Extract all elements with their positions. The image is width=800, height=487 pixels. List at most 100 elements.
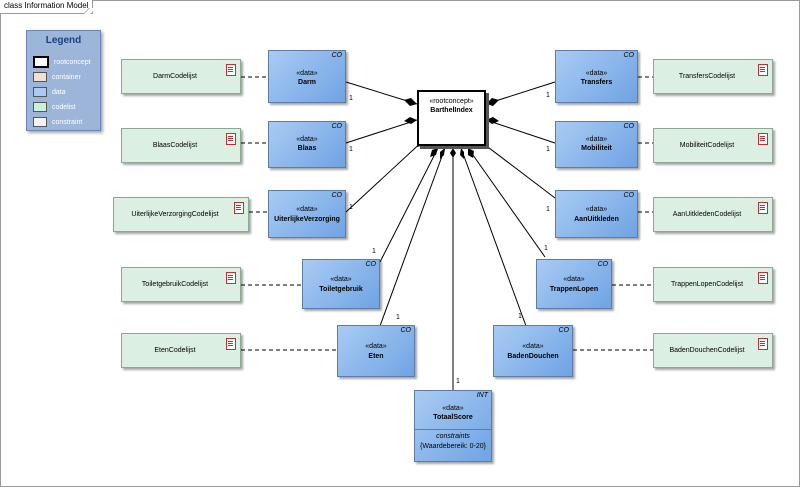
composition-link <box>379 147 446 327</box>
frame-title: class Information Model <box>4 1 89 10</box>
codelist-name: UiterlijkeVerzorgingCodelijst <box>131 211 219 218</box>
codelist-mobiliteit[interactable]: MobiliteitCodelijst <box>653 128 773 163</box>
multiplicity-label: 1 <box>349 146 353 153</box>
class-tag: CO <box>623 52 635 59</box>
class-name: Blaas <box>297 145 317 152</box>
diamond-marker <box>486 117 499 124</box>
constraints-compartment: constraints {Waardebereik: 0-20} <box>415 429 491 450</box>
data-class-badendouchen[interactable]: CO «data» BadenDouchen <box>493 325 573 377</box>
data-class-toiletgebruik[interactable]: CO «data» Toiletgebruik <box>302 259 380 309</box>
codelist-doc-icon <box>234 202 244 214</box>
data-class-eten[interactable]: CO «data» Eten <box>337 325 415 377</box>
legend-item: rootconcept <box>33 56 91 68</box>
diamond-marker <box>460 148 464 159</box>
diamond-marker <box>430 148 438 157</box>
composition-link <box>345 137 427 213</box>
class-stereotype: «data» <box>365 343 387 350</box>
codelist-toiletgebruik[interactable]: ToiletgebruikCodelijst <box>121 267 241 302</box>
class-name: Mobiliteit <box>581 145 612 152</box>
legend-swatch <box>33 117 47 127</box>
legend-item: data <box>33 86 66 98</box>
class-stereotype: «data» <box>563 276 585 283</box>
data-class-totaalscore[interactable]: INT «data» TotaalScore constraints {Waar… <box>414 390 492 462</box>
composition-link <box>467 147 546 258</box>
multiplicity-label: 1 <box>372 248 376 255</box>
codelist-name: TrappenLopenCodelijst <box>670 281 744 288</box>
legend-swatch <box>33 87 47 97</box>
class-tag: CO <box>623 123 635 130</box>
multiplicity-label: 1 <box>546 206 550 213</box>
class-name: UiterlijkeVerzorging <box>274 216 340 223</box>
legend-item: codelist <box>33 101 76 113</box>
codelist-trappenlopen[interactable]: TrappenLopenCodelijst <box>653 267 773 302</box>
codelist-doc-icon <box>226 338 236 350</box>
multiplicity-label: 1 <box>544 245 548 252</box>
codelist-name: EtenCodelijst <box>154 347 196 354</box>
class-tag: CO <box>623 192 635 199</box>
class-tag: CO <box>331 192 343 199</box>
class-tag: CO <box>331 123 343 130</box>
codelist-aanuitkleden[interactable]: AanUitkledenCodelijst <box>653 197 773 232</box>
codelist-doc-icon <box>758 338 768 350</box>
composition-link <box>345 119 418 144</box>
diamond-marker <box>486 98 499 106</box>
data-class-transfers[interactable]: CO «data» Transfers <box>555 50 638 103</box>
legend-swatch <box>33 102 47 112</box>
constraint-text: {Waardebereik: 0-20} <box>420 443 486 450</box>
class-tag: CO <box>597 261 609 268</box>
class-name: Eten <box>368 353 384 360</box>
class-name: Toiletgebruik <box>319 286 363 293</box>
class-name: Darm <box>298 79 316 86</box>
legend-item: container <box>33 71 81 83</box>
data-class-mobiliteit[interactable]: CO «data» Mobiliteit <box>555 121 638 168</box>
class-tag: CO <box>331 52 343 59</box>
legend-label: constraint <box>52 118 83 126</box>
class-name: TotaalScore <box>433 414 473 421</box>
diamond-marker <box>404 98 417 106</box>
legend-item: constraint <box>33 116 82 128</box>
multiplicity-label: 1 <box>456 378 460 385</box>
codelist-badendouchen[interactable]: BadenDouchenCodelijst <box>653 333 773 368</box>
codelist-name: BadenDouchenCodelijst <box>669 347 745 354</box>
data-class-trappenlopen[interactable]: CO «data» TrappenLopen <box>536 259 612 309</box>
multiplicity-label: 1 <box>349 95 353 102</box>
codelist-doc-icon <box>226 64 236 76</box>
class-tag: CO <box>365 261 377 268</box>
data-class-uiterlijkeverzorging[interactable]: CO «data» UiterlijkeVerzorging <box>268 190 346 238</box>
class-stereotype: «data» <box>296 206 318 213</box>
codelist-transfers[interactable]: TransfersCodelijst <box>653 59 773 94</box>
codelist-eten[interactable]: EtenCodelijst <box>121 333 241 368</box>
codelist-doc-icon <box>758 133 768 145</box>
multiplicity-label: 1 <box>518 313 522 320</box>
composition-link <box>485 119 556 144</box>
codelist-blaas[interactable]: BlaasCodelijst <box>121 128 241 163</box>
codelist-name: BlaasCodelijst <box>152 142 198 149</box>
class-stereotype: «rootconcept» <box>429 98 474 105</box>
codelist-doc-icon <box>758 64 768 76</box>
legend-label: container <box>52 73 81 81</box>
multiplicity-label: 1 <box>546 146 550 153</box>
composition-link <box>460 147 527 327</box>
legend-label: data <box>52 88 66 96</box>
class-name: AanUitkleden <box>574 216 619 223</box>
data-class-darm[interactable]: CO «data» Darm <box>268 50 346 103</box>
class-stereotype: «data» <box>585 70 608 77</box>
data-class-aanuitkleden[interactable]: CO «data» AanUitkleden <box>555 190 638 238</box>
codelist-uiterlijkeverzorging[interactable]: UiterlijkeVerzorgingCodelijst <box>113 197 249 232</box>
codelist-darm[interactable]: DarmCodelijst <box>121 59 241 94</box>
codelist-doc-icon <box>758 202 768 214</box>
data-class-blaas[interactable]: CO «data» Blaas <box>268 121 346 168</box>
class-stereotype: «data» <box>522 343 544 350</box>
legend-label: rootconcept <box>54 58 91 66</box>
legend-title: Legend <box>45 35 82 46</box>
rootconcept-class[interactable]: «rootconcept» BarthelIndex <box>417 90 486 146</box>
frame-tab: class Information Model <box>0 0 93 14</box>
multiplicity-label: 1 <box>396 314 400 321</box>
diamond-marker <box>468 148 474 158</box>
codelist-name: AanUitkledenCodelijst <box>672 211 742 218</box>
class-stereotype: «data» <box>330 276 352 283</box>
codelist-name: MobiliteitCodelijst <box>679 142 735 149</box>
composition-link <box>475 137 556 199</box>
codelist-name: TransfersCodelijst <box>678 73 736 80</box>
class-name: TrappenLopen <box>549 286 599 293</box>
